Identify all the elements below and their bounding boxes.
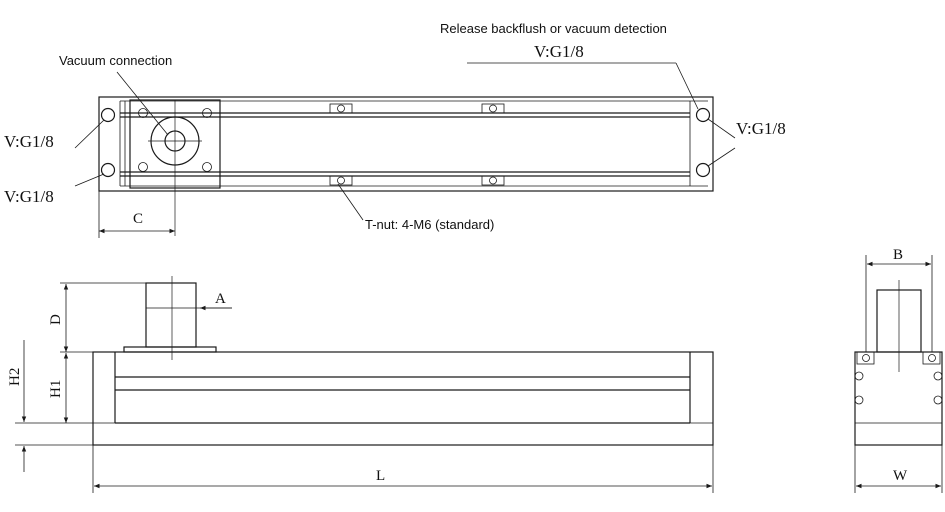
t-nut-3	[329, 175, 353, 186]
port-hole-left-upper	[100, 107, 116, 123]
dim-w-label: W	[893, 468, 908, 484]
dim-a-label: A	[215, 291, 226, 307]
port-label-right: V:G1/8	[736, 119, 786, 138]
vacuum-connection-label: Vacuum connection	[59, 53, 172, 68]
dim-l-label: L	[376, 468, 385, 484]
t-nut-2	[481, 103, 505, 114]
dim-h1-label: H1	[48, 380, 64, 398]
dim-h2-label: H2	[7, 368, 23, 386]
side-view-body	[854, 351, 943, 446]
port-label-left-upper: V:G1/8	[4, 132, 54, 151]
front-view-base	[92, 351, 714, 446]
release-backflush-label: Release backflush or vacuum detection	[440, 21, 667, 36]
port-hole-right-upper	[695, 107, 711, 123]
top-view-frame	[98, 96, 714, 192]
front-view	[92, 276, 714, 446]
port-label-left-lower: V:G1/8	[4, 187, 54, 206]
port-hole-right-lower	[695, 162, 711, 178]
t-nut-label: T-nut: 4-M6 (standard)	[365, 217, 494, 232]
dim-d-label: D	[48, 314, 64, 325]
dim-c-label: C	[133, 211, 143, 227]
port-hole-left-lower	[100, 162, 116, 178]
port-label-top-right: V:G1/8	[534, 42, 584, 61]
side-view	[854, 280, 943, 446]
t-nut-1	[329, 103, 353, 114]
top-view	[98, 96, 714, 236]
dim-b-label: B	[893, 247, 903, 263]
front-view-cup	[145, 282, 197, 348]
t-nut-4	[481, 175, 505, 186]
